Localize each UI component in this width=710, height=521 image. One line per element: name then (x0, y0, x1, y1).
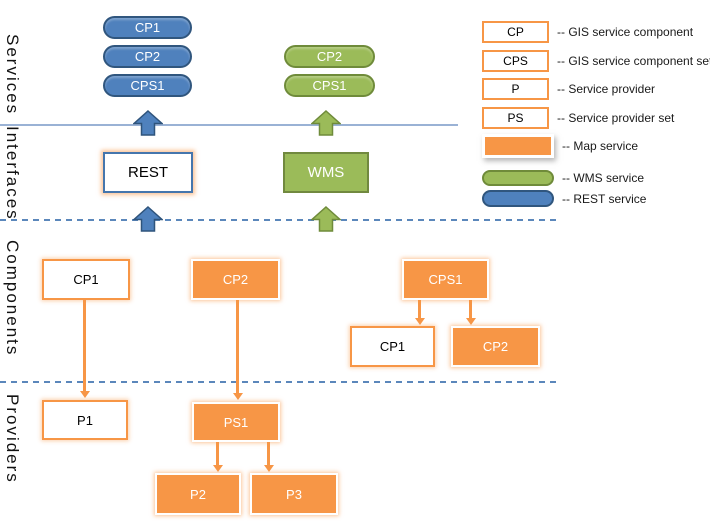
legend-p-swatch: P (482, 78, 549, 100)
provider-box-p3: P3 (250, 473, 338, 515)
rest-interface-box: REST (103, 152, 193, 193)
interfaces-components-divider (0, 219, 558, 221)
legend-row-wms-service: -- WMS service (482, 170, 644, 186)
legend-row-cp: CP -- GIS service component (482, 21, 693, 43)
blue-up-arrow-icon (132, 205, 164, 232)
legend-cp-swatch: CP (482, 21, 549, 43)
layer-label-providers: Providers (0, 384, 24, 494)
rest-service-pill-cp2: CP2 (103, 45, 192, 68)
layer-label-interfaces: Interfaces (0, 126, 24, 221)
blue-up-arrow-icon (132, 109, 164, 136)
down-arrow-connector-ps1-p3 (267, 442, 270, 465)
layer-label-components-text: Components (3, 240, 22, 357)
legend-wms-desc: -- WMS service (562, 171, 644, 185)
component-box-cps1-child-cp2: CP2 (451, 326, 540, 367)
wms-service-pill-cp2: CP2 (284, 45, 375, 68)
legend-cps-desc: -- GIS service component set (557, 54, 710, 68)
component-box-cps1-child-cp1: CP1 (350, 326, 435, 367)
legend-rest-desc: -- REST service (562, 191, 647, 206)
down-arrow-connector-cps1-cp2 (469, 300, 472, 318)
map-service-swatch-icon (485, 137, 551, 155)
down-arrow-connector-cp1-p1 (83, 300, 86, 391)
layer-label-services: Services (0, 15, 24, 135)
legend-row-rest-service: -- REST service (482, 190, 646, 207)
provider-box-ps1: PS1 (192, 402, 280, 442)
legend-row-cps: CPS -- GIS service component set (482, 50, 710, 72)
provider-box-p2: P2 (155, 473, 241, 515)
legend-ps-swatch: PS (482, 107, 549, 129)
layer-label-services-text: Services (3, 34, 22, 116)
wms-service-pill-cps1: CPS1 (284, 74, 375, 97)
layer-label-components: Components (0, 226, 24, 371)
wms-service-pill-icon (482, 170, 554, 186)
legend-row-ps: PS -- Service provider set (482, 107, 674, 129)
green-up-arrow-icon (310, 205, 342, 232)
down-arrow-connector-ps1-p2 (216, 442, 219, 465)
component-box-cps1: CPS1 (402, 259, 489, 300)
layer-label-providers-text: Providers (3, 394, 22, 484)
services-interfaces-divider (0, 124, 458, 126)
legend-map-desc: -- Map service (562, 139, 639, 153)
component-box-cp1: CP1 (42, 259, 130, 300)
legend-row-p: P -- Service provider (482, 78, 655, 100)
down-arrow-connector-cps1-cp1 (418, 300, 421, 318)
rest-service-pill-icon (482, 190, 554, 207)
legend-cp-desc: -- GIS service component (557, 25, 694, 39)
layer-label-interfaces-text: Interfaces (3, 126, 22, 221)
legend-map-swatch (482, 134, 554, 158)
provider-box-p1: P1 (42, 400, 128, 440)
rest-service-pill-cp1: CP1 (103, 16, 192, 39)
rest-service-pill-cps1: CPS1 (103, 74, 192, 97)
legend-ps-desc: -- Service provider set (557, 111, 675, 125)
down-arrow-connector-cp2-ps1 (236, 300, 239, 393)
legend-row-map-service: -- Map service (482, 134, 638, 158)
green-up-arrow-icon (310, 109, 342, 136)
legend-cps-swatch: CPS (482, 50, 549, 72)
component-box-cp2: CP2 (191, 259, 280, 300)
wms-interface-box: WMS (283, 152, 369, 193)
components-providers-divider (0, 381, 560, 383)
legend-p-desc: -- Service provider (557, 82, 656, 96)
